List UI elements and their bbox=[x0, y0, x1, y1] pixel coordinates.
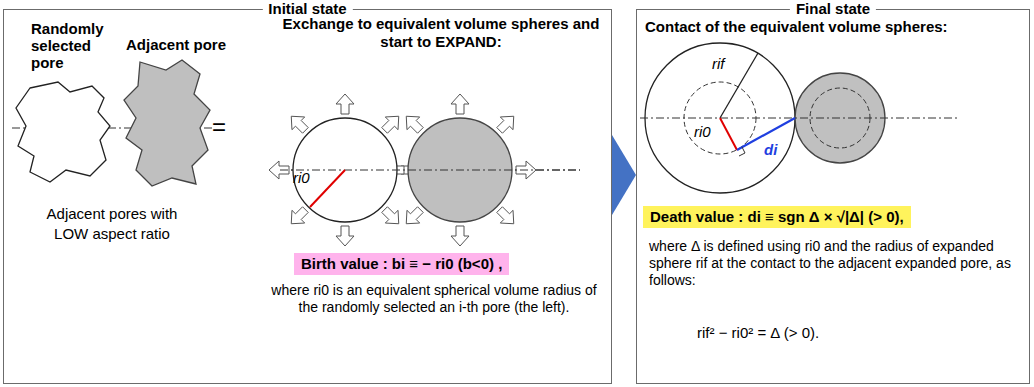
panel-text: Adjacent pores with LOW aspect ratio bbox=[46, 204, 178, 244]
radius-line bbox=[720, 53, 758, 118]
panel-text: Randomly selected pore bbox=[31, 20, 123, 71]
expand-arrow bbox=[406, 116, 423, 133]
panel-text: where Δ is defined using ri0 and the rad… bbox=[649, 238, 1021, 289]
expand-arrow bbox=[291, 116, 308, 133]
expand-arrow bbox=[406, 207, 423, 224]
selected-pore bbox=[16, 82, 110, 182]
radius-line bbox=[310, 170, 345, 207]
expand-arrow bbox=[336, 94, 354, 114]
expand-arrow bbox=[336, 226, 354, 246]
expand-arrow bbox=[291, 207, 308, 224]
state-panel: Initial stateRandomly selected poreAdjac… bbox=[3, 9, 612, 384]
adjacent-pore bbox=[124, 60, 210, 186]
transition-arrow bbox=[612, 135, 636, 215]
state-panel: Final stateContact of the equivalent vol… bbox=[636, 9, 1030, 384]
axis-line bbox=[640, 118, 960, 119]
value-text: Death value : di ≡ sgn Δ × √|Δ| (> 0), bbox=[650, 208, 904, 226]
radius-line bbox=[720, 118, 737, 150]
panel-text: where ri0 is an equivalent spherical vol… bbox=[266, 282, 602, 316]
expand-arrow bbox=[451, 94, 469, 114]
expand-arrow bbox=[451, 226, 469, 246]
radius-label: rif bbox=[712, 56, 725, 73]
axis-line bbox=[280, 170, 580, 171]
value-text: Birth value : bi ≡ − ri0 (b<0) , bbox=[301, 255, 502, 273]
expand-arrow bbox=[497, 207, 514, 224]
expand-arrow bbox=[382, 207, 399, 224]
right-angle-mark bbox=[739, 147, 745, 156]
birth-value-box: Birth value : bi ≡ − ri0 (b<0) , bbox=[294, 253, 509, 275]
panel-text: Exchange to equivalent volume spheres an… bbox=[281, 15, 601, 51]
radius-label: ri0 bbox=[694, 124, 711, 141]
panel-text: Adjacent pore bbox=[126, 36, 226, 54]
panel-text: rif² − ri0² = Δ (> 0). bbox=[697, 324, 819, 342]
radius-label: ri0 bbox=[293, 170, 310, 187]
death-value-box: Death value : di ≡ sgn Δ × √|Δ| (> 0), bbox=[643, 206, 911, 228]
expand-arrow bbox=[497, 116, 514, 133]
equals-sign: = bbox=[212, 114, 226, 140]
expand-arrow bbox=[382, 116, 399, 133]
radius-label: di bbox=[764, 142, 777, 159]
panel-text: Contact of the equivalent volume spheres… bbox=[645, 18, 948, 36]
panel-title: Final state bbox=[790, 0, 876, 18]
